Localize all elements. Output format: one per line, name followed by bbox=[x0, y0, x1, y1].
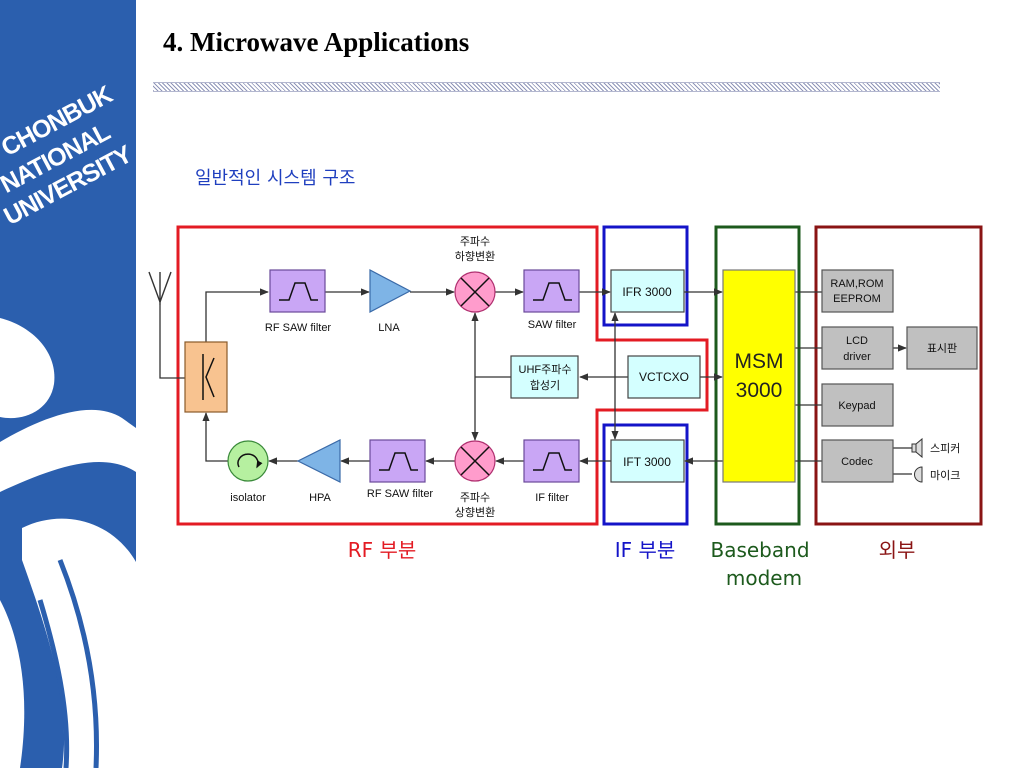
uhf-synthesizer: UHF주파수 합성기 bbox=[510, 355, 579, 399]
rf-section-label: RF 부분 bbox=[348, 538, 417, 562]
external-section-outline bbox=[814, 225, 983, 526]
up-mixer-label-1: 주파수 bbox=[460, 491, 490, 504]
saw-filter-label: SAW filter bbox=[528, 319, 577, 331]
runner-silhouette bbox=[0, 318, 136, 768]
vctcxo-label: VCTCXO bbox=[639, 370, 689, 384]
speaker-label: 스피커 bbox=[930, 442, 960, 455]
microphone-label: 마이크 bbox=[930, 469, 960, 482]
lna-label: LNA bbox=[378, 322, 400, 334]
mixer-icon bbox=[454, 440, 496, 482]
tx-rf-saw-filter: RF SAW filter bbox=[367, 439, 434, 500]
rx-rf-saw-filter: RF SAW filter bbox=[265, 269, 332, 334]
codec-block: Codec bbox=[821, 439, 894, 483]
ifr-label: IFR 3000 bbox=[622, 285, 672, 299]
title-divider bbox=[153, 82, 940, 92]
hpa-label: HPA bbox=[309, 492, 331, 504]
synthesizer-label-1: UHF주파수 bbox=[519, 363, 572, 376]
codec-label: Codec bbox=[841, 456, 873, 468]
if-section-outline-top bbox=[602, 225, 689, 327]
msm-label-2: 3000 bbox=[736, 379, 783, 402]
external-section-label: 외부 bbox=[879, 538, 916, 562]
msm-block: MSM 3000 bbox=[722, 269, 796, 483]
signal-connectors bbox=[159, 288, 912, 475]
tx-rf-saw-filter-label: RF SAW filter bbox=[367, 488, 434, 500]
amplifier-icon bbox=[369, 269, 412, 313]
down-mixer: 주파수 하향변환 bbox=[454, 235, 496, 313]
baseband-section-label-2: modem bbox=[726, 566, 802, 590]
isolator-icon bbox=[227, 440, 269, 482]
connector bbox=[159, 305, 185, 379]
down-mixer-label-1: 주파수 bbox=[460, 235, 490, 248]
memory-label-2: EEPROM bbox=[833, 293, 881, 305]
saw-filter: SAW filter bbox=[523, 269, 580, 331]
rf-section-outline bbox=[176, 225, 709, 526]
msm-label-1: MSM bbox=[735, 350, 784, 373]
isolator: isolator bbox=[227, 440, 269, 504]
baseband-section-label-1: Baseband bbox=[710, 538, 809, 562]
ift-label: IFT 3000 bbox=[623, 455, 671, 469]
display-block: 표시판 bbox=[906, 326, 978, 370]
connector bbox=[205, 288, 269, 342]
speaker: 스피커 bbox=[911, 437, 960, 459]
vctcxo-block: VCTCXO bbox=[627, 355, 701, 399]
if-section-label: IF 부분 bbox=[615, 538, 676, 562]
down-mixer-label-2: 하향변환 bbox=[455, 249, 495, 263]
rx-rf-saw-filter-label: RF SAW filter bbox=[265, 322, 332, 334]
speaker-icon bbox=[911, 437, 923, 459]
if-filter: IF filter bbox=[523, 439, 580, 504]
keypad-block: Keypad bbox=[821, 383, 894, 427]
lcd-driver-label-1: LCD bbox=[846, 335, 868, 347]
keypad-label: Keypad bbox=[838, 400, 875, 412]
if-filter-label: IF filter bbox=[535, 492, 569, 504]
lcd-driver-block: LCD driver bbox=[821, 326, 894, 370]
connector bbox=[202, 412, 228, 462]
synthesizer-label-2: 합성기 bbox=[530, 379, 560, 392]
university-band: CHONBUK NATIONAL UNIVERSITY bbox=[0, 0, 136, 768]
ifr-block: IFR 3000 bbox=[610, 269, 685, 313]
antenna-icon bbox=[148, 271, 172, 305]
up-mixer: 주파수 상향변환 bbox=[454, 440, 496, 519]
memory-label-1: RAM,ROM bbox=[830, 278, 883, 290]
microphone-icon bbox=[914, 466, 923, 483]
lna: LNA bbox=[369, 269, 412, 334]
memory-block: RAM,ROM EEPROM bbox=[821, 269, 894, 313]
mixer-icon bbox=[454, 271, 496, 313]
filter-icon bbox=[523, 269, 580, 313]
display-label: 표시판 bbox=[927, 342, 957, 355]
filter-icon bbox=[369, 439, 426, 483]
hpa: HPA bbox=[296, 439, 341, 504]
up-mixer-label-2: 상향변환 bbox=[455, 506, 495, 519]
microphone: 마이크 bbox=[914, 466, 960, 483]
amplifier-icon bbox=[296, 439, 341, 483]
if-section-outline-bottom bbox=[602, 423, 689, 526]
filter-icon bbox=[269, 269, 326, 313]
university-logo: CHONBUK NATIONAL UNIVERSITY bbox=[0, 80, 136, 768]
duplexer-icon bbox=[184, 341, 228, 413]
ift-block: IFT 3000 bbox=[610, 439, 685, 483]
slide-title: 4. Microwave Applications bbox=[163, 27, 470, 57]
filter-icon bbox=[523, 439, 580, 483]
isolator-label: isolator bbox=[230, 492, 266, 504]
lcd-driver-label-2: driver bbox=[843, 351, 871, 363]
diagram-caption: 일반적인 시스템 구조 bbox=[195, 168, 356, 189]
